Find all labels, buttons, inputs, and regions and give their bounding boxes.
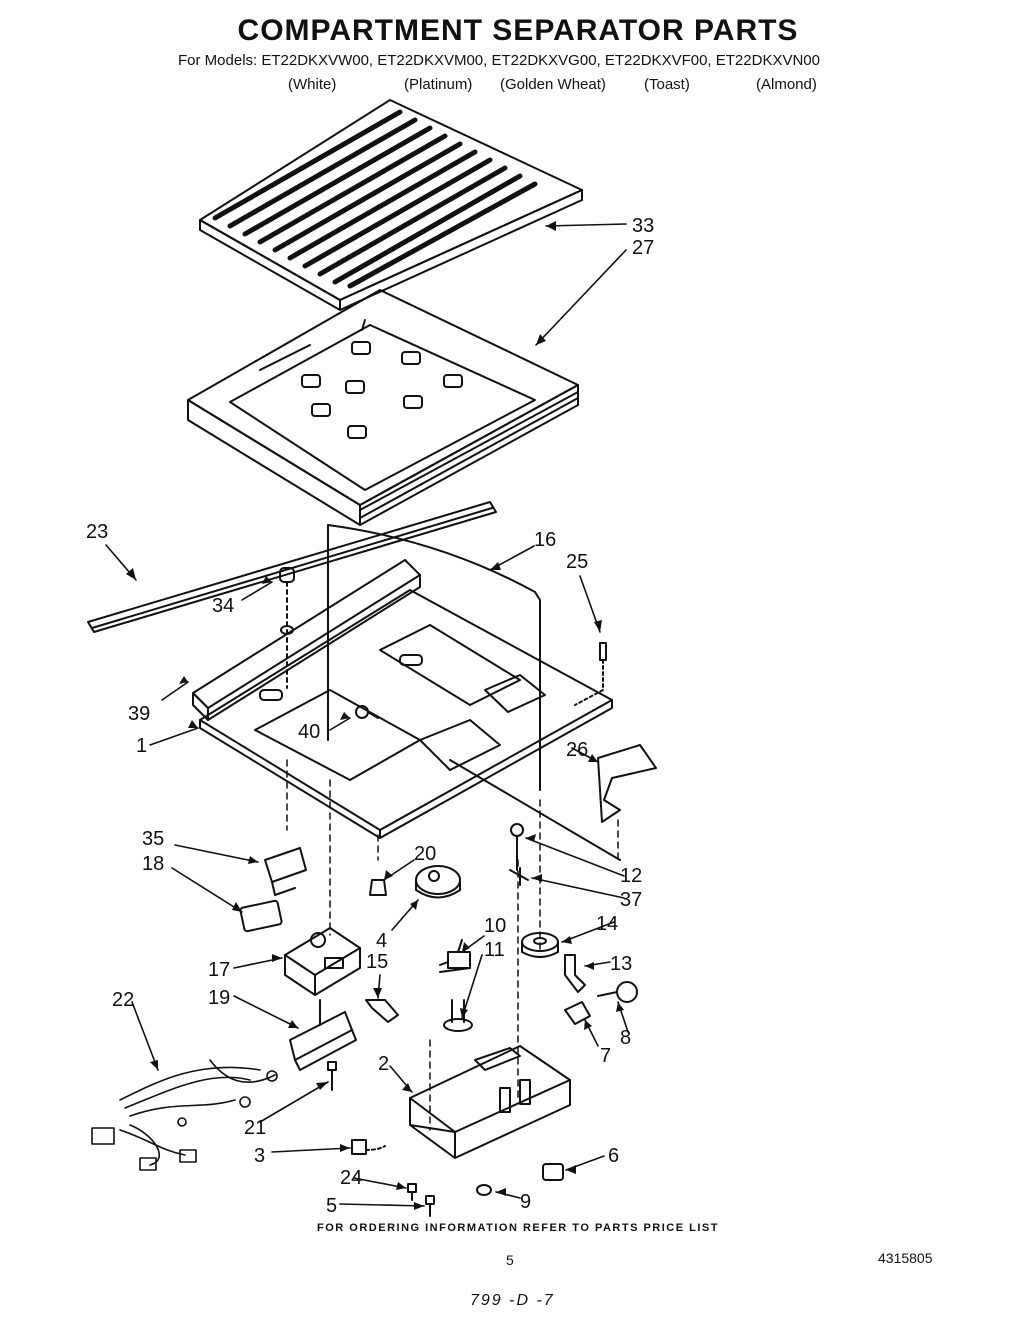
page-title: COMPARTMENT SEPARATOR PARTS (237, 14, 799, 47)
wire-harness-22 (91, 1059, 278, 1171)
screw-40 (355, 705, 379, 719)
callout-15: 15 (366, 951, 388, 973)
lower-housing-2 (409, 1045, 571, 1159)
model-number: ET22DKXVW00, (261, 52, 374, 69)
callout-19: 19 (208, 987, 230, 1009)
callout-2: 2 (378, 1053, 389, 1075)
model-color: (Golden Wheat) (500, 76, 606, 93)
callout-22: 22 (112, 989, 134, 1011)
callout-18: 18 (142, 853, 164, 875)
mount-35 (264, 847, 307, 896)
callout-13: 13 (610, 953, 632, 975)
model-color: (Toast) (644, 76, 690, 93)
callout-12: 12 (620, 865, 642, 887)
rivet-25 (574, 642, 607, 706)
base-plate (199, 589, 621, 861)
callout-35: 35 (142, 828, 164, 850)
models-prefix: For Models: (178, 52, 258, 69)
callout-16: 16 (534, 529, 556, 551)
callout-24: 24 (340, 1167, 362, 1189)
insulation-26 (597, 744, 657, 823)
model-number: ET22DKXVG00, (491, 52, 601, 69)
callout-1: 1 (136, 735, 147, 757)
shelf-grille (199, 99, 583, 311)
callout-14: 14 (596, 913, 618, 935)
callout-17: 17 (208, 959, 230, 981)
damper-11 (443, 999, 473, 1032)
callout-10: 10 (484, 915, 506, 937)
thermostat-10 (439, 939, 471, 973)
callout-6: 6 (608, 1145, 619, 1167)
switch-6 (542, 1163, 564, 1181)
callout-7: 7 (600, 1045, 611, 1067)
model-color: (Platinum) (404, 76, 473, 93)
gasket-14 (521, 932, 559, 958)
grommet-9 (476, 1184, 492, 1196)
wire-loop (327, 524, 541, 791)
socket-7 (564, 1001, 591, 1025)
screw-21 (327, 1061, 337, 1091)
model-color: (White) (288, 76, 337, 93)
callout-3: 3 (254, 1145, 265, 1167)
ordering-note: FOR ORDERING INFORMATION REFER TO PARTS … (317, 1222, 719, 1234)
callout-5: 5 (326, 1195, 337, 1217)
callout-21: 21 (244, 1117, 266, 1139)
trim-strip (87, 501, 497, 633)
clip-37 (509, 867, 529, 886)
bracket-19 (289, 999, 357, 1071)
alignment-lines (286, 759, 619, 1131)
model-color: (Almond) (756, 76, 817, 93)
model-number: ET22DKXVM00, (377, 52, 488, 69)
callout-27: 27 (632, 237, 654, 259)
model-number: ET22DKXVF00, (604, 52, 712, 69)
arrowheads (126, 221, 624, 1210)
tube-13 (564, 954, 586, 993)
stem-12 (510, 823, 524, 871)
callout-4: 4 (376, 930, 387, 952)
callout-37: 37 (620, 889, 642, 911)
callout-39: 39 (128, 703, 150, 725)
document-number: 4315805 (878, 1250, 933, 1266)
callout-34: 34 (212, 595, 234, 617)
callout-25: 25 (566, 551, 588, 573)
bezel-18 (239, 899, 283, 933)
screw-24 (407, 1183, 417, 1201)
clip-20 (369, 879, 387, 896)
air-channel (192, 559, 421, 721)
screw-5 (425, 1195, 435, 1217)
separator-cover (187, 289, 579, 526)
model-list: For Models: ET22DKXVW00, ET22DKXVM00, ET… (178, 52, 820, 69)
callout-9: 9 (520, 1191, 531, 1213)
tube-15 (365, 999, 399, 1023)
callout-26: 26 (566, 739, 588, 761)
model-number: ET22DKXVN00 (715, 52, 820, 69)
knob-4 (415, 865, 461, 899)
control-housing-17 (284, 927, 361, 996)
callout-23: 23 (86, 521, 108, 543)
leader-lines (105, 223, 629, 1207)
callout-40: 40 (298, 721, 320, 743)
bulb-8 (597, 981, 638, 1003)
callout-labels: 33 27 23 16 25 34 39 1 40 26 35 18 20 12… (86, 215, 654, 1217)
callout-33: 33 (632, 215, 654, 237)
page-number: 5 (506, 1252, 514, 1268)
callout-11: 11 (484, 939, 505, 961)
screw-34 (279, 567, 295, 689)
callout-20: 20 (414, 843, 436, 865)
callout-8: 8 (620, 1027, 631, 1049)
clip-3 (351, 1139, 386, 1155)
handwritten-mark: 799 -D -7 (470, 1292, 555, 1309)
